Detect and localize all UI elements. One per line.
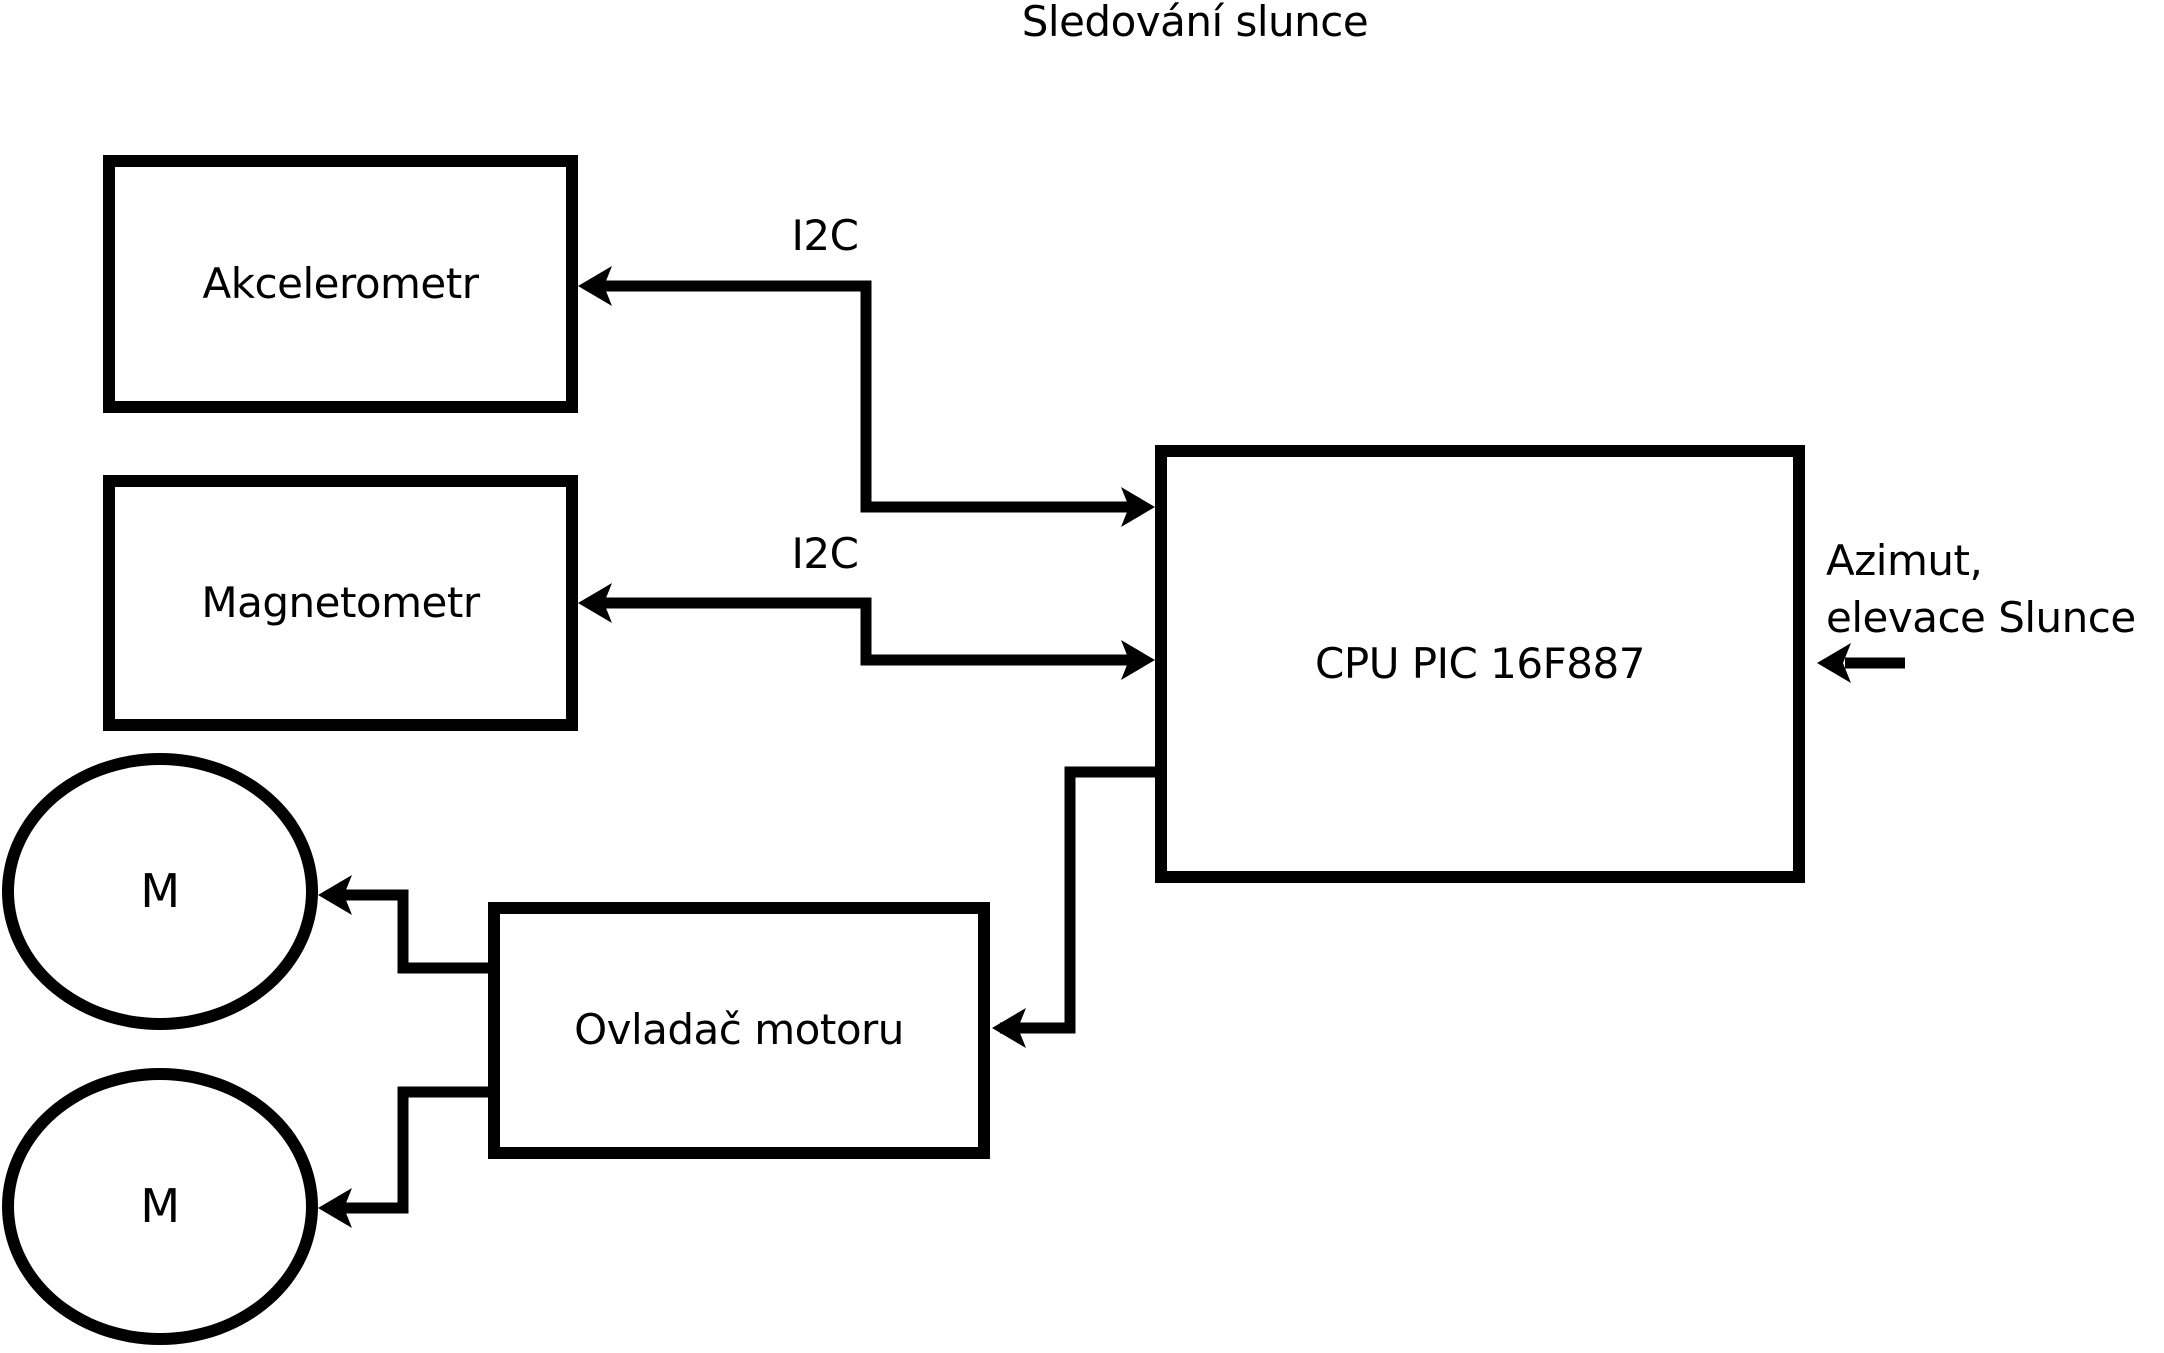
connector-line (590, 597, 1143, 666)
node-akcelerometr-label: Akcelerometr (202, 258, 479, 308)
connector-i2c-magnetometr (578, 583, 1155, 680)
node-magnetometr-label: Magnetometr (201, 577, 480, 627)
node-magnetometr: Magnetometr (103, 475, 578, 731)
diagram-title: Sledování slunce (1021, 0, 1369, 46)
connector-sun-input (1817, 643, 1905, 683)
connector-cpu-to-controller (992, 766, 1160, 1048)
connector-line (1000, 766, 1160, 1034)
edge-label-sun-input: Azimut, elevace Slunce (1826, 536, 2136, 642)
node-cpu-label: CPU PIC 16F887 (1315, 638, 1645, 688)
node-motor-bottom-label: M (140, 1179, 180, 1234)
arrowhead-right-icon (1121, 487, 1155, 527)
arrowhead-left-icon (1817, 643, 1851, 683)
node-motor-top: M (2, 753, 318, 1030)
arrowhead-right-icon (1121, 640, 1155, 680)
edge-label-i2c-top: I2C (791, 211, 859, 260)
arrowhead-left-icon (318, 1188, 352, 1228)
connector-controller-to-motor-bottom (318, 1086, 495, 1228)
arrowhead-left-icon (992, 1008, 1026, 1048)
arrowhead-left-icon (318, 875, 352, 915)
node-motor-controller-label: Ovladač motoru (574, 1005, 904, 1055)
node-motor-top-label: M (140, 864, 180, 919)
node-akcelerometr: Akcelerometr (103, 155, 578, 413)
connector-line (590, 280, 1143, 513)
connector-i2c-akcelerometr (578, 266, 1155, 527)
node-cpu: CPU PIC 16F887 (1155, 445, 1805, 883)
node-motor-controller: Ovladač motoru (488, 902, 990, 1159)
arrowhead-left-icon (578, 583, 612, 623)
connector-controller-to-motor-top (318, 875, 495, 974)
node-motor-bottom: M (2, 1068, 318, 1345)
edge-label-i2c-bottom: I2C (791, 529, 859, 578)
connector-line (330, 889, 495, 974)
arrowhead-left-icon (578, 266, 612, 306)
connector-line (330, 1086, 495, 1214)
